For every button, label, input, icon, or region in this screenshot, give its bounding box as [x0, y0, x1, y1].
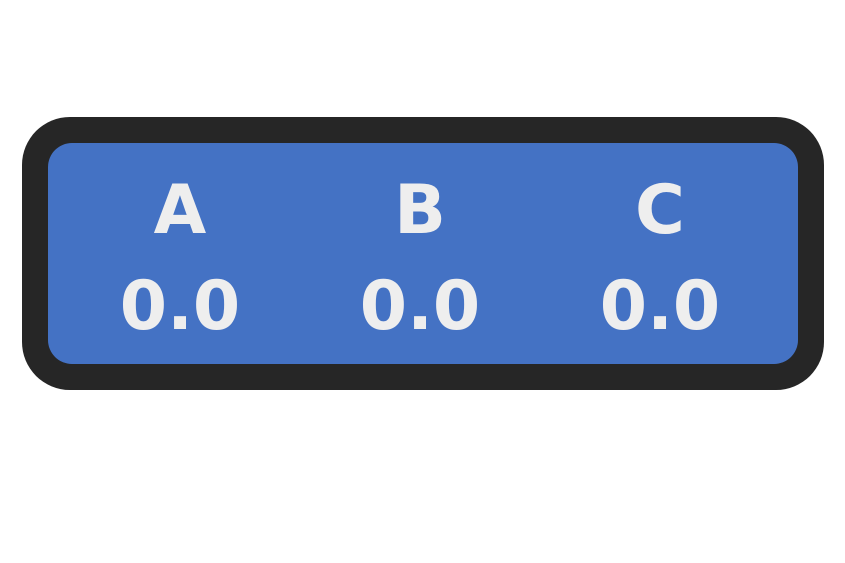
channel-a: A 0.0	[120, 143, 240, 364]
channel-b-label: B	[394, 171, 446, 250]
channel-c-label: C	[635, 171, 685, 250]
channel-a-label: A	[153, 171, 207, 250]
channel-b: B 0.0	[360, 143, 480, 364]
channel-b-value: 0.0	[359, 267, 481, 346]
channel-a-value: 0.0	[119, 267, 241, 346]
channel-c: C 0.0	[600, 143, 720, 364]
channel-c-value: 0.0	[599, 267, 721, 346]
readout-display-panel: A 0.0 B 0.0 C 0.0	[48, 143, 798, 364]
readout-display-frame: A 0.0 B 0.0 C 0.0	[22, 117, 824, 390]
